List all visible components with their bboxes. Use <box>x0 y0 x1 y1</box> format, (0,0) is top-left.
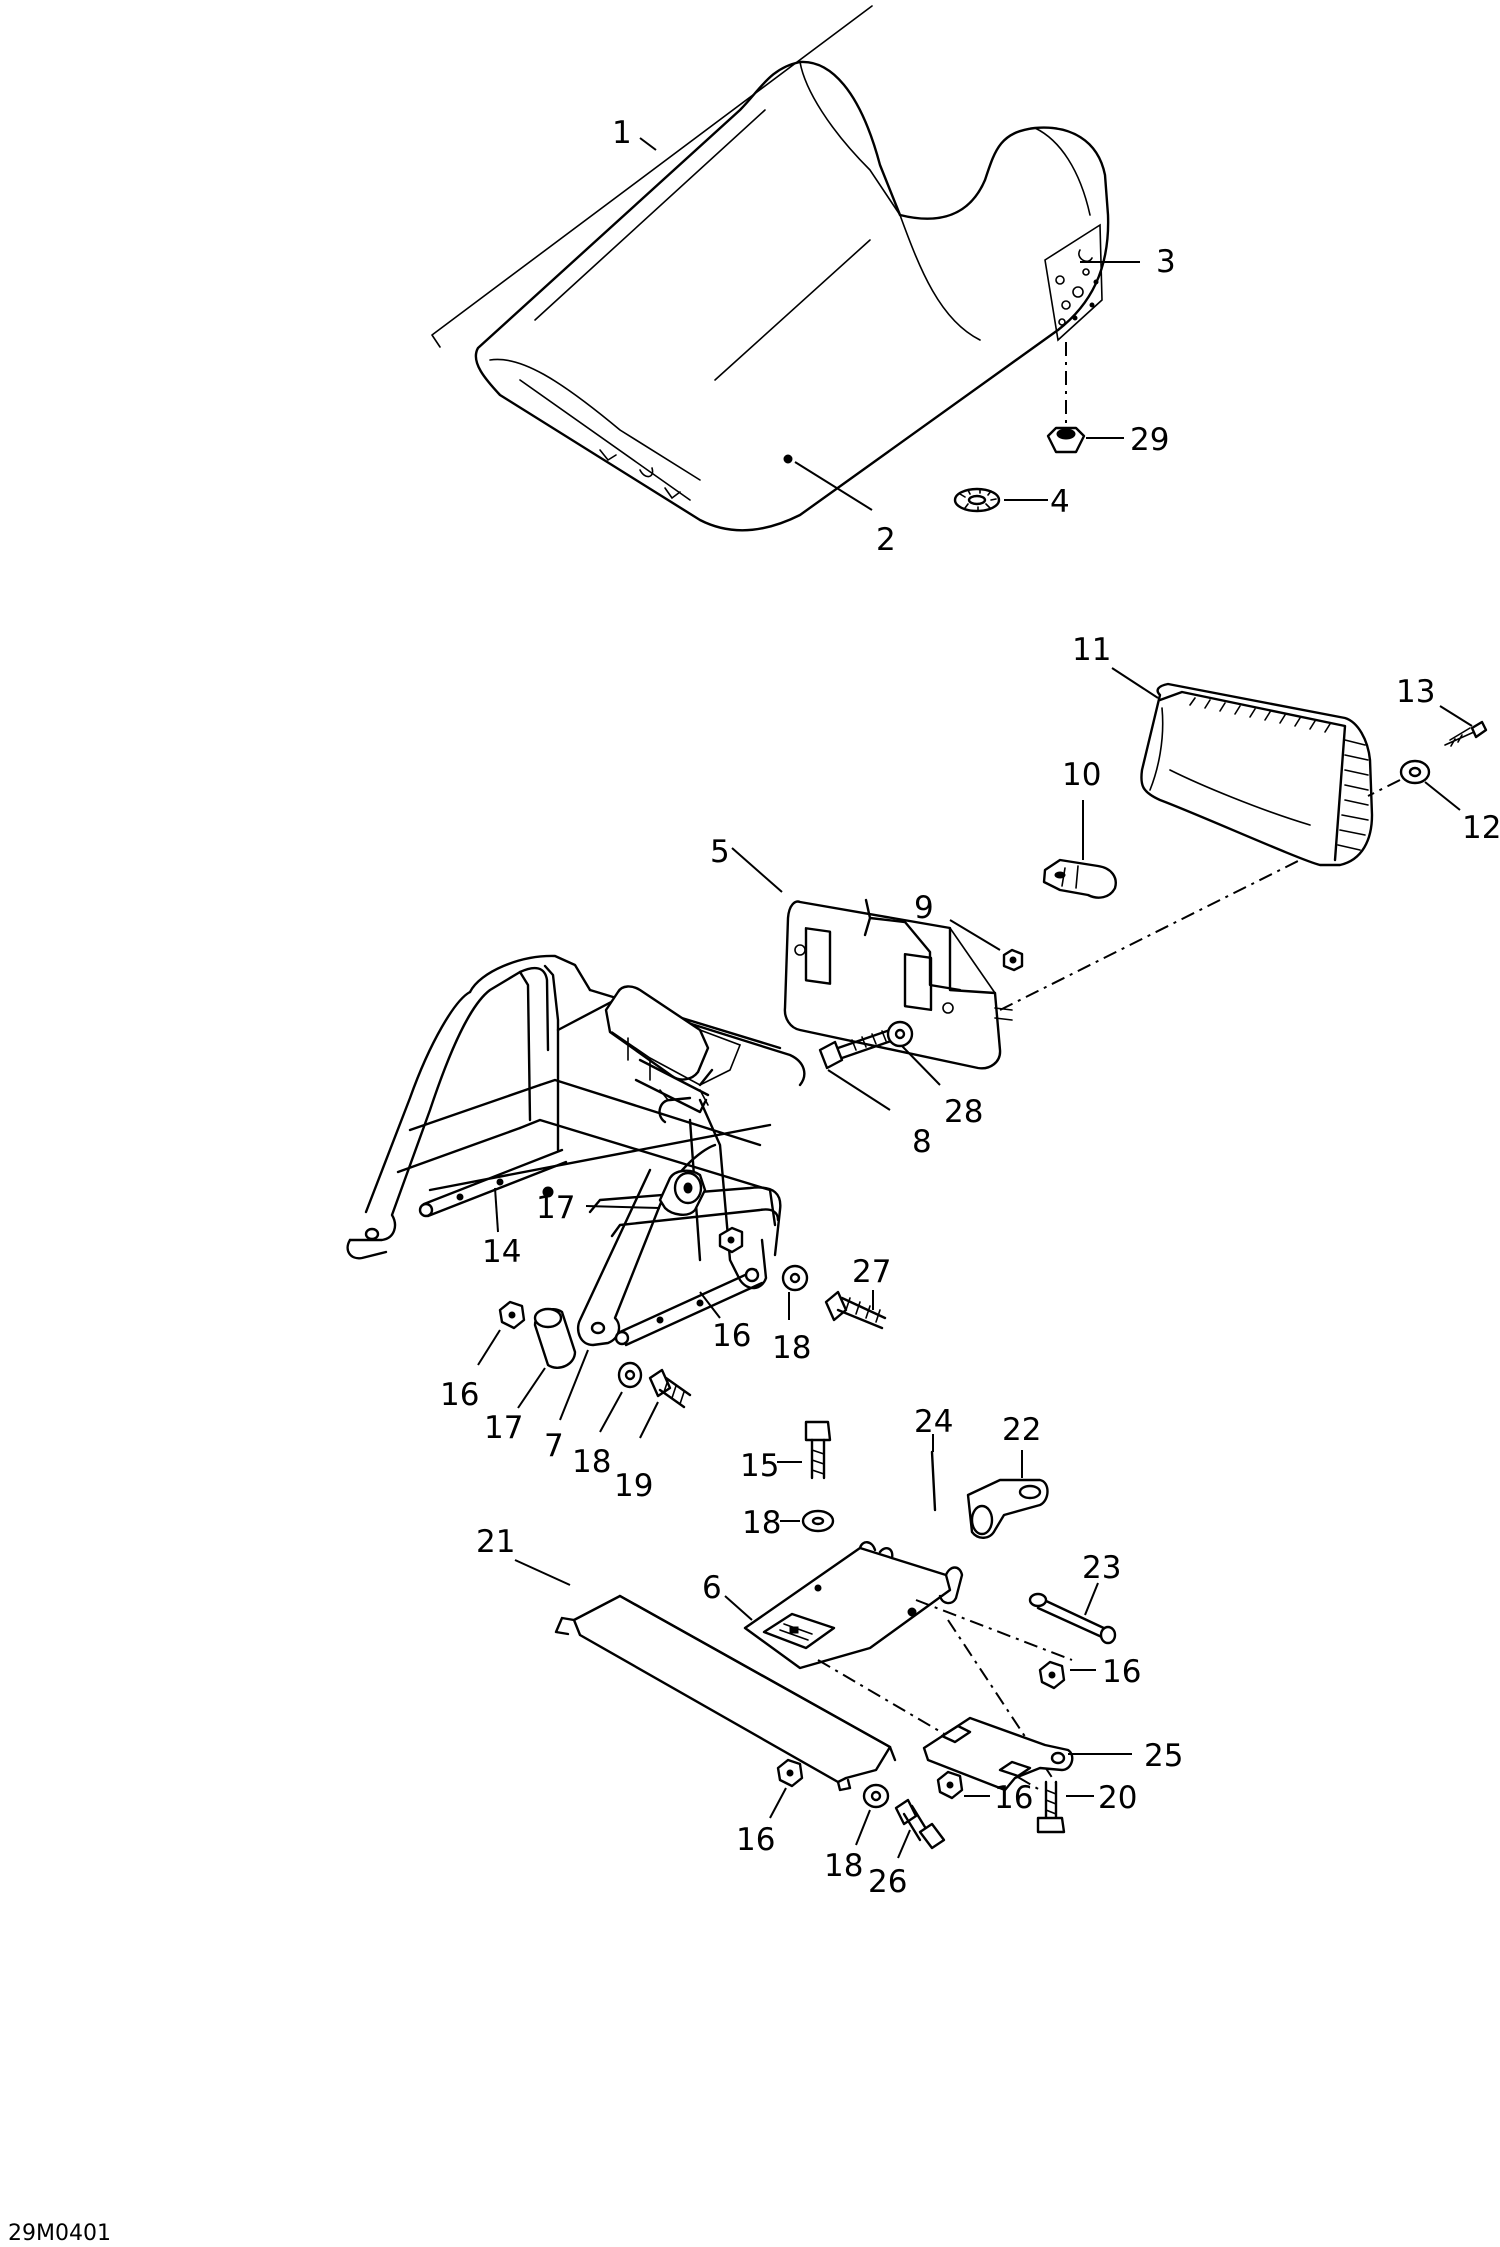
figure-code: 29M0401 <box>8 2221 111 2246</box>
callout-16-bracket: 16 <box>994 1780 1033 1816</box>
callout-5: 5 <box>710 834 730 870</box>
callout-16-bottom: 16 <box>736 1822 775 1858</box>
callout-16-rod: 16 <box>712 1318 751 1354</box>
callout-28: 28 <box>944 1094 983 1130</box>
rack-frame <box>346 954 887 1347</box>
callout-15: 15 <box>740 1448 779 1484</box>
callout-17-loose: 17 <box>484 1410 523 1446</box>
loose-hardware-left <box>477 1300 692 1439</box>
callout-3: 3 <box>1156 244 1176 280</box>
callout-14: 14 <box>482 1234 521 1270</box>
bottom-bracket-assembly <box>514 1420 1132 1859</box>
callout-7: 7 <box>544 1428 564 1464</box>
callout-1: 1 <box>612 115 632 151</box>
callout-18-plate: 18 <box>742 1505 781 1541</box>
callout-4: 4 <box>1050 484 1070 520</box>
callout-16-right: 16 <box>1102 1654 1141 1690</box>
callout-labels: 1 2 3 29 4 11 13 10 12 5 9 28 8 17 14 27… <box>440 115 1500 1900</box>
callout-2: 2 <box>876 522 896 558</box>
callout-27: 27 <box>852 1254 891 1290</box>
callout-26: 26 <box>868 1864 907 1900</box>
seat-assembly <box>431 5 1140 532</box>
callout-16-loose: 16 <box>440 1377 479 1413</box>
tail-light-assembly <box>731 667 1488 1111</box>
callout-29: 29 <box>1130 422 1169 458</box>
callout-11: 11 <box>1072 632 1111 668</box>
callout-24: 24 <box>914 1404 953 1440</box>
callout-8: 8 <box>912 1124 932 1160</box>
callout-12: 12 <box>1462 810 1500 846</box>
callout-10: 10 <box>1062 757 1101 793</box>
callout-20: 20 <box>1098 1780 1137 1816</box>
callout-18-bottom: 18 <box>824 1848 863 1884</box>
callout-6: 6 <box>702 1570 722 1606</box>
lens-ribs <box>1189 697 1369 851</box>
callout-17-rack: 17 <box>536 1190 575 1226</box>
callout-25: 25 <box>1144 1738 1183 1774</box>
callout-13: 13 <box>1396 674 1435 710</box>
callout-23: 23 <box>1082 1550 1121 1586</box>
callout-22: 22 <box>1002 1412 1041 1448</box>
callout-18-right: 18 <box>772 1330 811 1366</box>
callout-18-left: 18 <box>572 1444 611 1480</box>
callout-21: 21 <box>476 1524 515 1560</box>
callout-19: 19 <box>614 1468 653 1504</box>
callout-9: 9 <box>914 890 934 926</box>
